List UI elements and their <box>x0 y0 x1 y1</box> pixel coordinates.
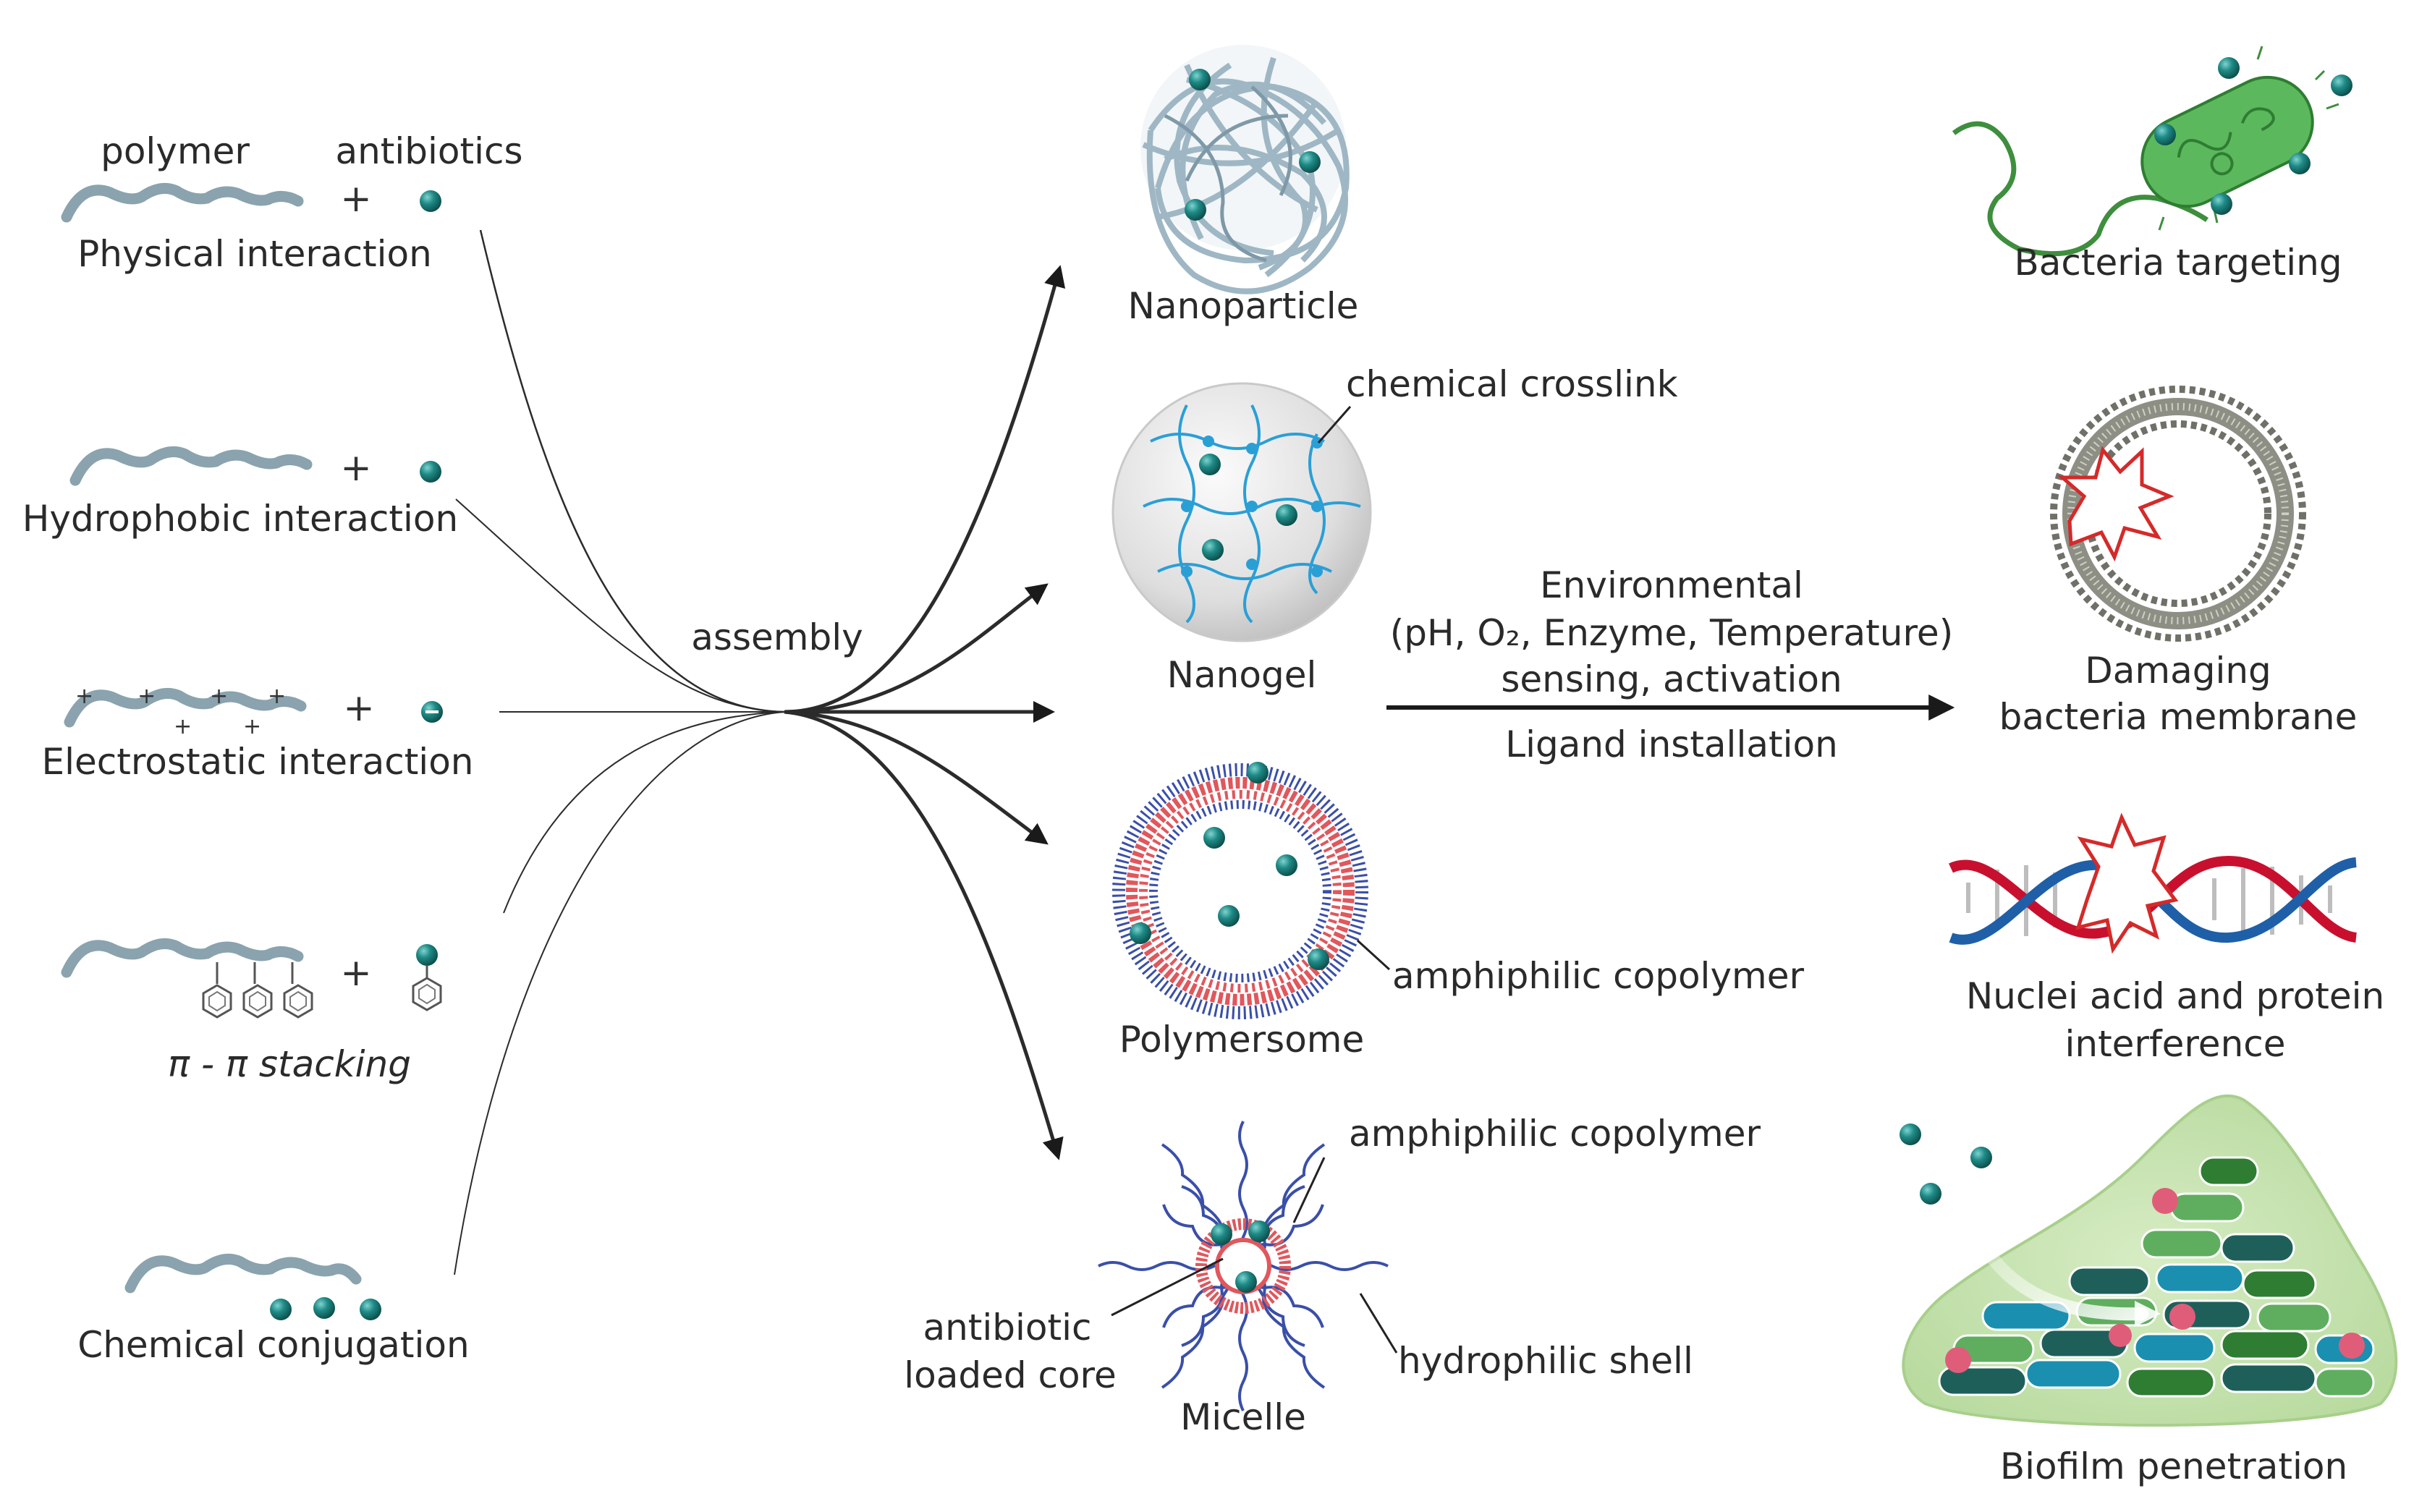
svg-text:+: + <box>268 684 286 709</box>
nanoparticle-illustration <box>1140 45 1350 294</box>
membrane-illustration <box>2050 386 2306 642</box>
nuclei-label-line2: interference <box>2064 1023 2285 1065</box>
minus-sign-icon <box>425 710 439 713</box>
damaging-label-line2: bacteria membrane <box>1999 696 2358 738</box>
stimuli-label: (pH, O₂, Enzyme, Temperature) <box>1390 612 1953 654</box>
micelle-label: Micelle <box>1180 1396 1306 1438</box>
conjugated-polymer-chain-icon <box>124 1253 362 1294</box>
stacking-links <box>216 962 294 984</box>
antibiotic-core-label-line1: antibiotic <box>923 1307 1091 1349</box>
sensing-activation-label: sensing, activation <box>1501 658 1842 700</box>
pi-stacking-group: + π - π stacking <box>61 938 442 1085</box>
antibiotic-icon <box>420 190 441 212</box>
antibiotic-icon <box>416 944 438 966</box>
burst-icon <box>2075 812 2179 954</box>
polymersome-illustration <box>1112 762 1391 1019</box>
polymer-label: polymer <box>101 130 250 172</box>
environmental-label: Environmental <box>1540 564 1803 606</box>
physical-interaction-group: polymer antibiotics + Physical interacti… <box>61 130 523 275</box>
burst-icon <box>2057 446 2174 562</box>
positive-charges: + + + + + + <box>75 684 286 739</box>
plus-sign: + <box>343 687 375 730</box>
assembly-label: assembly <box>691 616 863 658</box>
antibiotic-icon <box>360 1299 381 1320</box>
polymersome-amphiphilic-label: amphiphilic copolymer <box>1392 955 1805 997</box>
svg-text:+: + <box>210 684 228 709</box>
hydrophobic-interaction-group: + Hydrophobic interaction <box>22 446 458 540</box>
nanoparticle-label: Nanoparticle <box>1128 285 1359 327</box>
antibiotics-label: antibiotics <box>335 130 522 172</box>
antibiotic-icon <box>313 1297 335 1319</box>
polymer-chain-icon <box>61 182 304 223</box>
polymer-chain-icon <box>69 446 313 486</box>
damaging-label-line1: Damaging <box>2085 650 2271 692</box>
ligand-installation-label: Ligand installation <box>1505 723 1838 765</box>
plus-sign: + <box>340 951 372 995</box>
chemical-conjugation-label: Chemical conjugation <box>77 1324 469 1366</box>
plus-sign: + <box>340 177 372 221</box>
antibiotic-icon <box>270 1299 292 1320</box>
nanogel-illustration <box>1111 382 1372 642</box>
benzene-ring-icon <box>242 984 273 1019</box>
biofilm-illustration <box>1900 1094 2398 1427</box>
polymersome-label: Polymersome <box>1119 1019 1365 1061</box>
plus-sign: + <box>340 446 372 490</box>
micelle-illustration <box>1098 1121 1398 1411</box>
chemical-conjugation-group: Chemical conjugation <box>77 1253 470 1366</box>
nuclei-label-line1: Nuclei acid and protein <box>1966 975 2384 1017</box>
svg-text:+: + <box>137 684 156 709</box>
aromatic-polymer-chain-icon <box>61 938 304 978</box>
electrostatic-interaction-group: + + + + + + + Electrostatic interaction <box>42 684 474 783</box>
benzene-ring-icon <box>283 984 313 1019</box>
bacteria-targeting-label: Bacteria targeting <box>2014 242 2342 284</box>
biofilm-penetration-label: Biofilm penetration <box>2000 1445 2347 1487</box>
svg-text:+: + <box>174 714 192 739</box>
antibiotic-icon <box>420 461 441 483</box>
dna-illustration <box>1949 812 2358 954</box>
charged-polymer-chain-icon <box>64 687 307 728</box>
svg-text:+: + <box>75 684 93 709</box>
pi-stacking-label: π - π stacking <box>168 1043 411 1085</box>
nanogel-label: Nanogel <box>1167 654 1317 696</box>
assembly-curves <box>454 229 1066 1275</box>
electrostatic-interaction-label: Electrostatic interaction <box>42 741 474 783</box>
bacterium-illustration <box>1952 46 2352 257</box>
svg-text:+: + <box>243 714 261 739</box>
hydrophilic-shell-label: hydrophilic shell <box>1398 1340 1693 1382</box>
physical-interaction-label: Physical interaction <box>77 233 432 275</box>
chemical-crosslink-label: chemical crosslink <box>1346 363 1678 405</box>
micelle-amphiphilic-label: amphiphilic copolymer <box>1349 1113 1761 1155</box>
benzene-ring-icon <box>202 984 232 1019</box>
hydrophobic-interaction-label: Hydrophobic interaction <box>22 498 458 540</box>
antibiotic-core-label-line2: loaded core <box>904 1354 1117 1396</box>
benzene-ring-icon <box>412 977 442 1011</box>
